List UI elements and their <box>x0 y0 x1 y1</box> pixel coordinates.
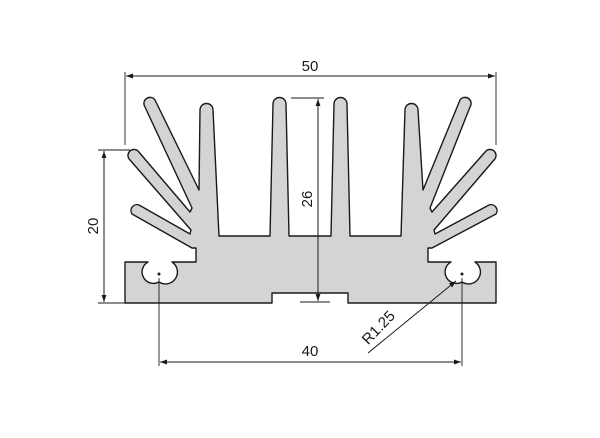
base-height-dimension: 20 <box>85 149 130 304</box>
base-height-label: 20 <box>85 218 102 235</box>
left-hole-center <box>157 272 161 276</box>
hole-spacing-label: 40 <box>302 343 319 360</box>
hole-spacing-dimension: 40 <box>158 278 463 366</box>
overall-width-dimension: 50 <box>124 58 497 145</box>
overall-width-label: 50 <box>302 58 319 75</box>
heatsink-profile <box>124 96 498 304</box>
fin-height-label: 26 <box>299 191 316 208</box>
fin-height-dimension: 26 <box>291 97 330 303</box>
right-hole-center <box>460 272 464 276</box>
hole-radius-label: R1.25 <box>359 308 399 349</box>
